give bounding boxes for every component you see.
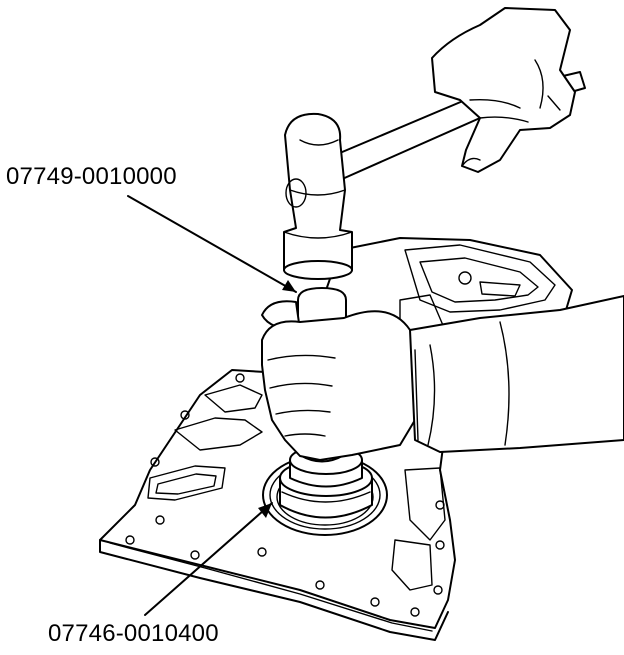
left-hand	[261, 295, 624, 461]
callout-driver-part-number: 07749-0010000	[6, 163, 177, 190]
leader-line-attachment	[144, 502, 273, 616]
callout-attachment-part-number: 07746-0010400	[48, 620, 219, 647]
right-hand	[431, 7, 576, 173]
leader-line-driver	[127, 195, 297, 293]
leader-lines	[127, 195, 297, 616]
arrowhead-driver	[282, 280, 296, 292]
arrowhead-attachment	[258, 503, 272, 518]
